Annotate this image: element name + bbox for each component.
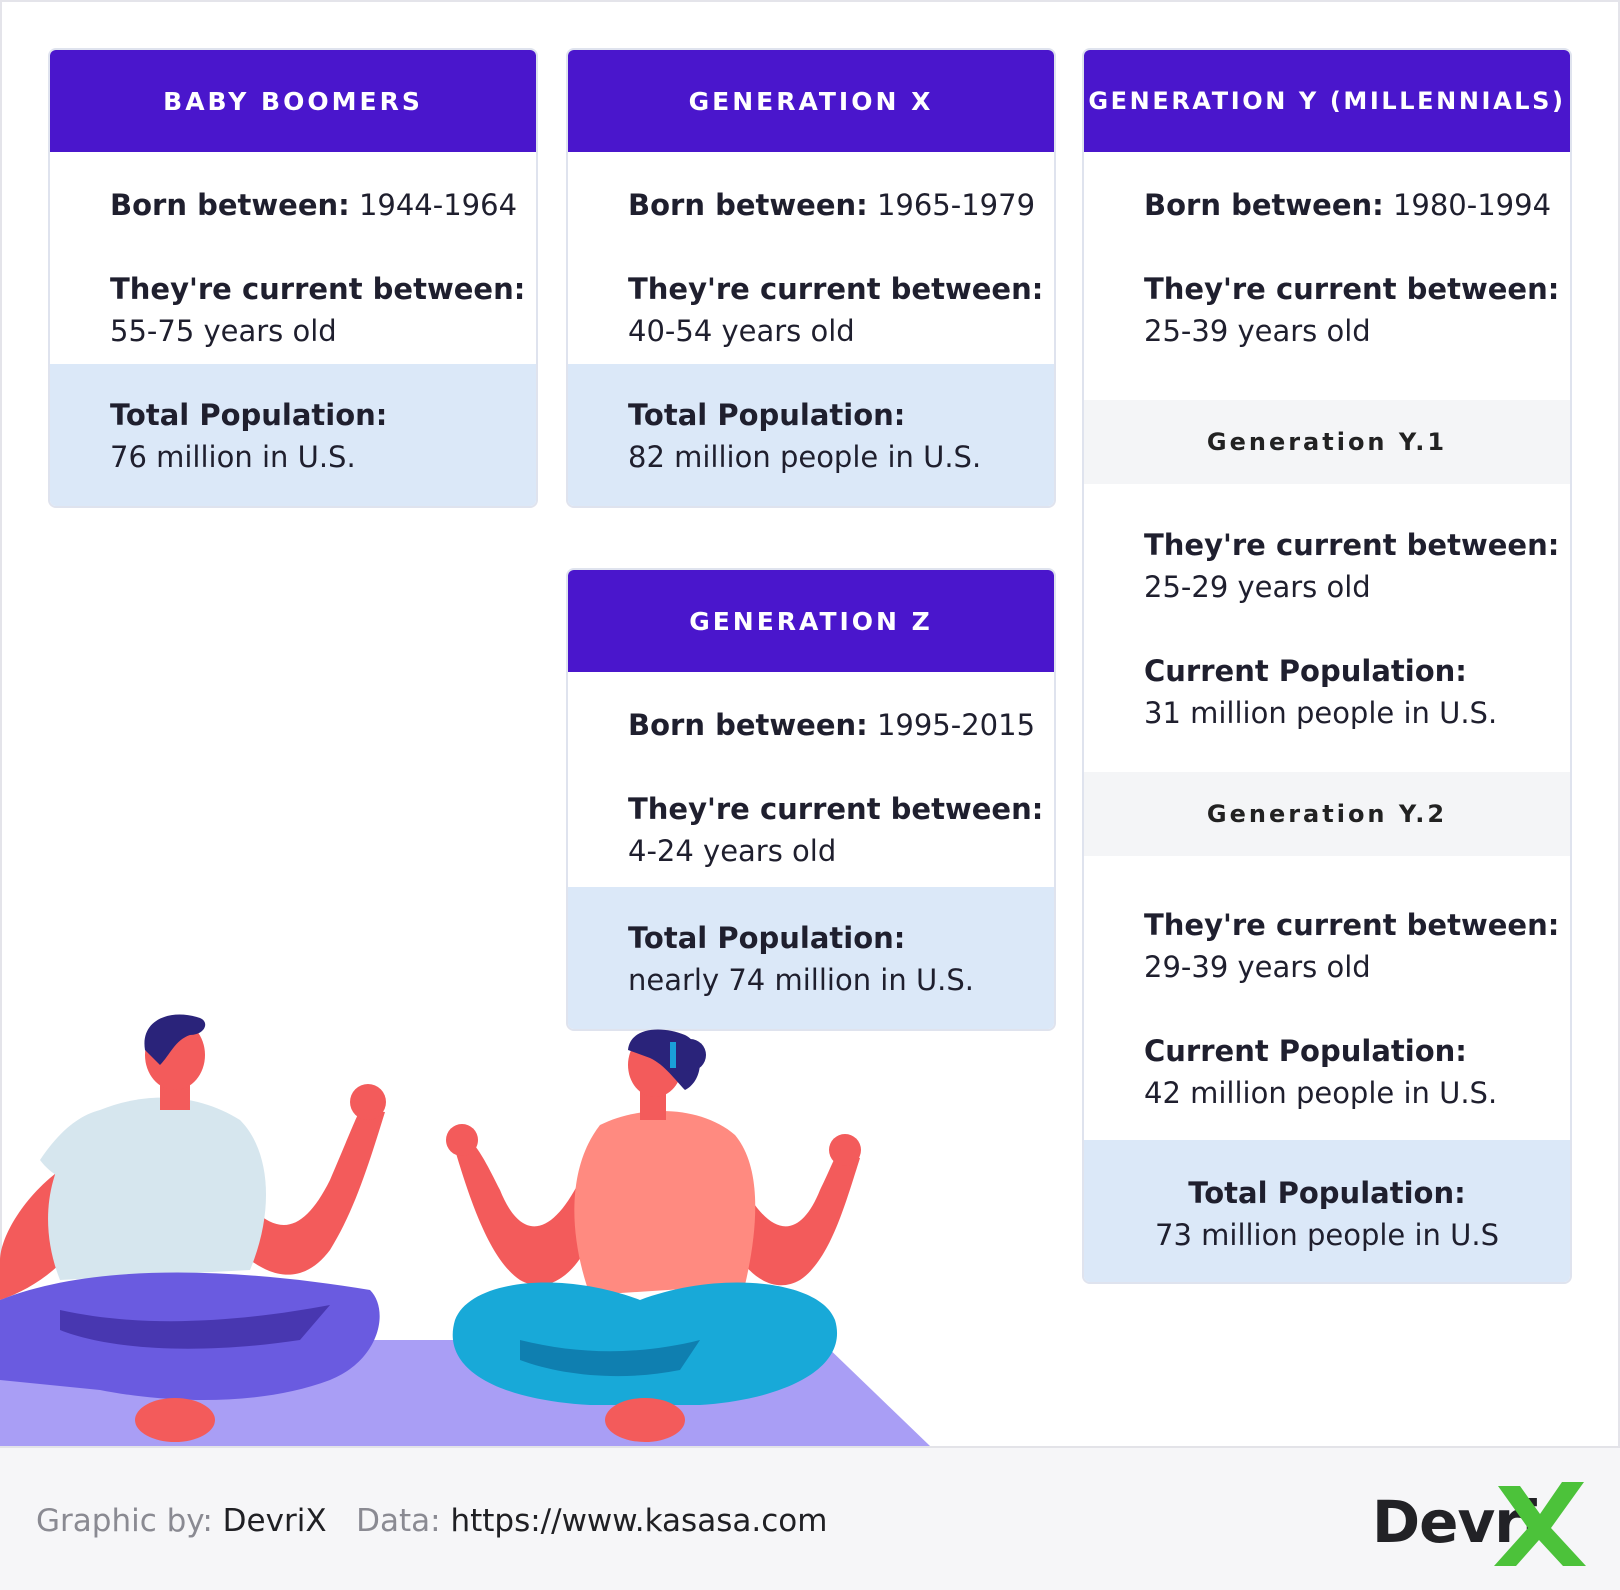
population-section: Total Population: nearly 74 million in U… xyxy=(568,887,1054,1029)
data-source-link[interactable]: https://www.kasasa.com xyxy=(450,1503,828,1539)
credits: Graphic by: DevriX Data: https://www.kas… xyxy=(36,1503,827,1539)
born-label: Born between: xyxy=(110,188,350,222)
population-label: Total Population: xyxy=(628,921,906,955)
population-label: Total Population: xyxy=(110,398,388,432)
born-label: Born between: xyxy=(628,708,868,742)
population-value: nearly 74 million in U.S. xyxy=(628,963,975,997)
population-value: 82 million people in U.S. xyxy=(628,440,982,474)
age-value: 25-39 years old xyxy=(1144,314,1371,348)
age-label: They're current between: xyxy=(1144,272,1560,306)
card-title: GENERATION X xyxy=(568,50,1054,152)
y1-age-value: 25-29 years old xyxy=(1144,570,1371,604)
y2-population-value: 42 million people in U.S. xyxy=(1144,1076,1498,1110)
age-value: 4-24 years old xyxy=(628,834,837,868)
devrix-x-logo-icon xyxy=(1494,1482,1586,1566)
y2-age-value: 29-39 years old xyxy=(1144,950,1371,984)
y2-age-label: They're current between: xyxy=(1144,908,1560,942)
card-baby-boomers: BABY BOOMERS Born between: 1944-1964 The… xyxy=(48,48,538,508)
population-section: Total Population: 82 million people in U… xyxy=(568,364,1054,506)
card-generation-z: GENERATION Z Born between: 1995-2015 The… xyxy=(566,568,1056,1031)
y1-population-value: 31 million people in U.S. xyxy=(1144,696,1498,730)
card-generation-y: GENERATION Y (MILLENNIALS) Born between:… xyxy=(1082,48,1572,1284)
born-value: 1965-1979 xyxy=(876,188,1036,222)
age-value: 55-75 years old xyxy=(110,314,337,348)
card-title: BABY BOOMERS xyxy=(50,50,536,152)
population-label: Total Population: xyxy=(628,398,906,432)
age-label: They're current between: xyxy=(628,272,1044,306)
card-generation-x: GENERATION X Born between: 1965-1979 The… xyxy=(566,48,1056,508)
card-title: GENERATION Z xyxy=(568,570,1054,672)
population-section: Total Population: 76 million in U.S. xyxy=(50,364,536,506)
data-label: Data: xyxy=(356,1503,441,1539)
population-value: 76 million in U.S. xyxy=(110,440,356,474)
meditating-woman-illustration xyxy=(446,1029,861,1442)
y1-population-label: Current Population: xyxy=(1144,654,1467,688)
meditation-illustration xyxy=(0,1014,930,1446)
born-value: 1995-2015 xyxy=(876,708,1036,742)
subheader-generation-y2: Generation Y.2 xyxy=(1084,772,1570,856)
born-value: 1944-1964 xyxy=(358,188,518,222)
graphic-value: DevriX xyxy=(222,1503,327,1539)
age-value: 40-54 years old xyxy=(628,314,855,348)
born-label: Born between: xyxy=(1144,188,1384,222)
y1-age-label: They're current between: xyxy=(1144,528,1560,562)
subheader-generation-y1: Generation Y.1 xyxy=(1084,400,1570,484)
graphic-label: Graphic by: xyxy=(36,1503,213,1539)
age-label: They're current between: xyxy=(628,792,1044,826)
y2-population-label: Current Population: xyxy=(1144,1034,1467,1068)
meditating-man-illustration xyxy=(0,1014,386,1442)
devrix-logo: Devri xyxy=(1372,1478,1592,1568)
footer: Graphic by: DevriX Data: https://www.kas… xyxy=(0,1446,1620,1590)
population-label: Total Population: xyxy=(1188,1176,1466,1210)
card-title: GENERATION Y (MILLENNIALS) xyxy=(1084,50,1570,152)
population-value: 73 million people in U.S xyxy=(1155,1218,1499,1252)
born-value: 1980-1994 xyxy=(1392,188,1552,222)
age-label: They're current between: xyxy=(110,272,526,306)
population-section: Total Population: 73 million people in U… xyxy=(1084,1140,1570,1282)
born-label: Born between: xyxy=(628,188,868,222)
